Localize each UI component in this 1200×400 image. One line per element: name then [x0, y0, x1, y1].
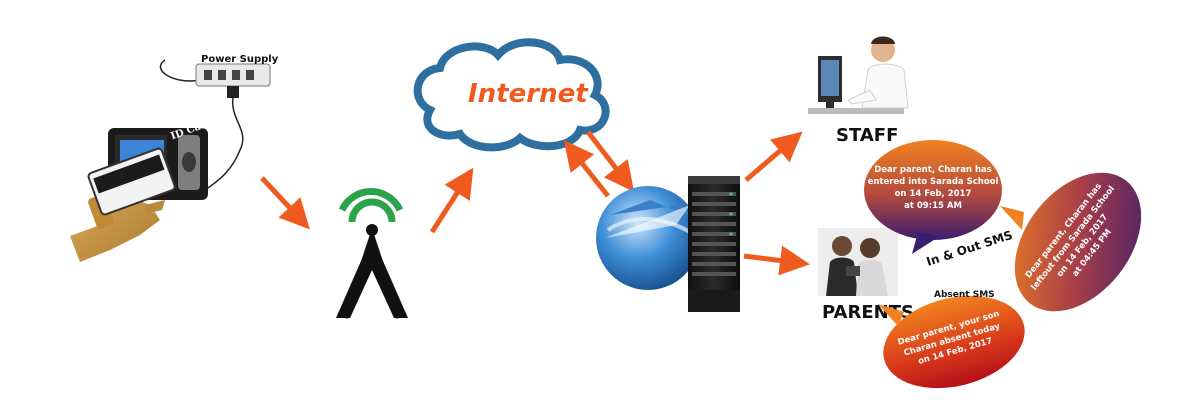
arrow-tower-to-cloud [429, 167, 474, 234]
staff-label: STAFF [836, 125, 898, 146]
server-rack-icon [688, 176, 740, 312]
sms-entered-line3: on 14 Feb, 2017 [895, 189, 972, 199]
globe-icon [596, 186, 700, 290]
arrow-server-to-cloud [563, 140, 610, 198]
sms-text-entered: Dear parent, Charan has entered into Sar… [868, 165, 999, 211]
arrow-server-to-parents [743, 245, 810, 276]
arrow-cloud-to-server [586, 130, 635, 192]
parents-photo-icon [818, 228, 898, 296]
arrow-device-to-tower [260, 176, 310, 230]
sms-bubble-leftout [1000, 172, 1142, 312]
power-strip-icon [159, 59, 271, 191]
sms-entered-line2: entered into Sarada School [868, 177, 999, 187]
sms-entered-line4: at 09:15 AM [904, 201, 962, 211]
hand-icon [70, 147, 176, 262]
staff-at-computer-icon [808, 36, 909, 114]
sms-bubble-entered [864, 140, 1002, 254]
sms-bubble-absent [878, 295, 1025, 389]
absent-sms-label: Absent SMS [934, 290, 995, 300]
internet-label: Internet [468, 79, 589, 109]
cloud-icon [413, 38, 610, 152]
arrow-server-to-staff [744, 131, 803, 182]
power-supply-label: Power Supply [201, 54, 279, 65]
antenna-tower-icon [336, 188, 408, 319]
sms-entered-line1: Dear parent, Charan has [874, 165, 992, 175]
